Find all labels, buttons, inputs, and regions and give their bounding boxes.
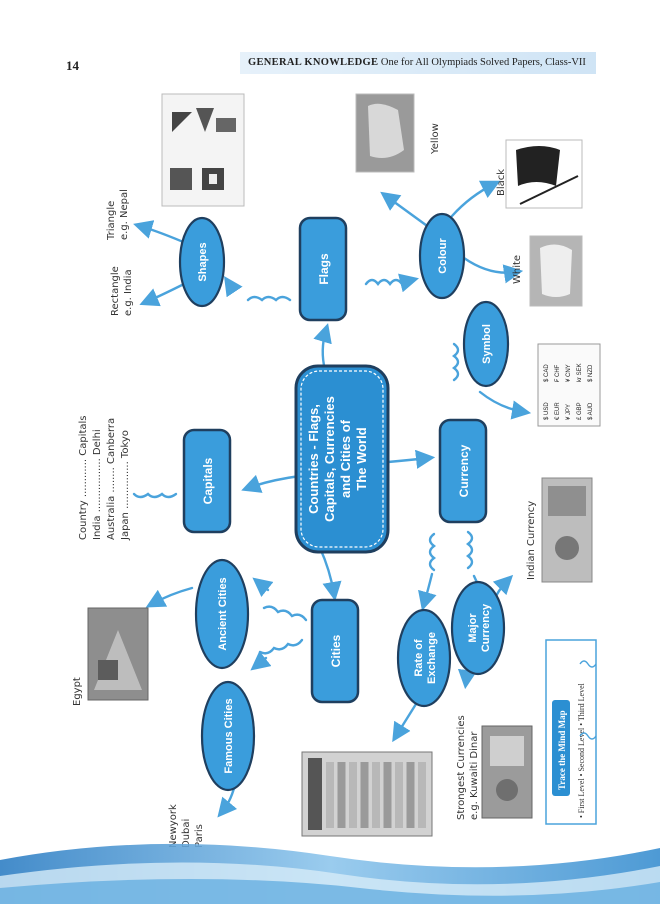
currency-symbol-item: ¥ JPY — [566, 404, 572, 420]
board-row — [406, 762, 415, 828]
trace-title: Trace the Mind Map — [557, 710, 567, 790]
trace-levels: • First Level • Second Level • Third Lev… — [577, 682, 586, 818]
note-egypt: Egypt — [72, 677, 83, 706]
famous-city-1: Newyork — [168, 804, 179, 848]
egypt-photo — [87, 607, 149, 701]
running-title-bold: GENERAL KNOWLEDGE — [248, 57, 379, 68]
board-row — [337, 762, 346, 828]
note-triangle-line-1: Triangle — [106, 201, 117, 241]
page-number: 14 — [66, 58, 79, 73]
node-famous-cities: Famous Cities — [200, 680, 256, 792]
footer-wave — [0, 843, 660, 904]
node-rate-line-1: Rate of — [413, 639, 425, 677]
node-shapes: Shapes — [178, 216, 226, 308]
famous-city-2: Dubai — [181, 819, 192, 848]
black-flag-photo — [505, 139, 583, 209]
note-indian-currency: Indian Currency — [526, 501, 537, 580]
running-title: GENERAL KNOWLEDGE One for All Olympiads … — [248, 57, 586, 68]
running-title-rest: One for All Olympiads Solved Papers, Cla… — [380, 57, 586, 68]
currency-symbol-item: £ GBP — [577, 402, 583, 420]
header-band — [240, 52, 596, 74]
node-symbol: Symbol — [462, 300, 510, 388]
note-famous-list: Newyork Dubai Paris — [168, 804, 205, 848]
central-topic: Countries - Flags, Capitals, Currencies … — [294, 364, 390, 554]
node-symbol-label: Symbol — [481, 324, 493, 364]
currency-symbol-item: ₣ CHF — [555, 364, 561, 382]
currency-symbol-chart: $ USD € EUR ¥ JPY £ GBP $ AUD $ CAD ₣ CHF ¥ CNY… — [537, 343, 601, 427]
board-row — [418, 762, 426, 828]
currency-symbol-item: $ USD — [544, 402, 550, 420]
currency-symbol-item: ¥ CNY — [566, 364, 572, 382]
note-capitals-table: Country ............ Capitals India ....… — [78, 415, 131, 541]
capitals-row-1: Country ............ Capitals — [78, 415, 89, 540]
capitals-row-4: Japan ............... Tokyo — [120, 430, 131, 541]
board-row — [326, 762, 334, 828]
node-major-currency: Major Currency — [450, 580, 506, 676]
node-cities: Cities — [310, 598, 360, 704]
note-yellow: Yellow — [430, 123, 441, 155]
node-currency-label: Currency — [457, 444, 471, 497]
note-rectangle: Rectangle e.g. India — [110, 266, 134, 316]
node-capitals-label: Capitals — [201, 457, 215, 504]
capitals-row-3: Australia ........ Canberra — [106, 418, 117, 540]
yellow-flag-photo — [355, 93, 415, 173]
node-rate-line-2: Exchange — [426, 632, 438, 684]
currency-symbol-item: € EUR — [555, 402, 561, 420]
central-line-2: Capitals, Currencies — [322, 396, 337, 522]
board-row — [360, 762, 369, 828]
note-triangle-line-2: e.g. Nepal — [119, 189, 130, 240]
node-major-line-1: Major — [467, 613, 479, 643]
note-rectangle-line-2: e.g. India — [123, 269, 134, 316]
note-strongest-line-1: Strongest Currencies — [456, 715, 467, 820]
shapes-photo — [161, 93, 245, 207]
node-major-line-2: Currency — [480, 603, 492, 652]
node-colour-label: Colour — [437, 238, 449, 274]
board-row — [349, 762, 357, 828]
kuwaiti-dinar-photo — [481, 725, 533, 819]
central-line-1: Countries - Flags, — [306, 404, 321, 514]
node-colour: Colour — [418, 212, 466, 300]
note-strongest: Strongest Currencies e.g. Kuwaiti Dinar — [456, 715, 480, 820]
currency-symbol-item: $ AUD — [588, 402, 594, 420]
board-row — [395, 762, 403, 828]
currency-symbol-item: $ NZD — [588, 364, 594, 382]
central-line-3: and Cities of — [338, 419, 353, 498]
node-ancient-cities-label: Ancient Cities — [217, 577, 229, 650]
node-flags-label: Flags — [317, 253, 331, 285]
indian-currency-photo — [541, 477, 593, 583]
board-row — [383, 762, 392, 828]
currency-symbol-item: $ CAD — [544, 364, 550, 382]
node-rate-of-exchange: Rate of Exchange — [396, 608, 452, 708]
node-capitals: Capitals — [182, 428, 232, 534]
node-ancient-cities: Ancient Cities — [194, 558, 250, 670]
note-strongest-line-2: e.g. Kuwaiti Dinar — [469, 731, 480, 820]
node-famous-cities-label: Famous Cities — [223, 698, 235, 773]
page-header: 14 GENERAL KNOWLEDGE One for All Olympia… — [0, 0, 660, 80]
note-triangle: Triangle e.g. Nepal — [106, 189, 130, 241]
board-row — [372, 762, 380, 828]
famous-city-3: Paris — [194, 824, 205, 848]
capitals-row-2: India ................. Delhi — [92, 429, 103, 540]
white-flag-photo — [529, 235, 583, 307]
node-flags: Flags — [298, 216, 348, 322]
exchange-rate-board-photo — [301, 751, 433, 837]
node-shapes-label: Shapes — [197, 242, 209, 281]
node-cities-label: Cities — [329, 634, 343, 667]
central-line-4: The World — [354, 427, 369, 490]
currency-symbol-item: kr SEK — [577, 363, 583, 382]
node-currency: Currency — [438, 418, 488, 524]
note-black: Black — [496, 169, 507, 196]
note-white: White — [512, 255, 523, 284]
trace-mind-map-box: Trace the Mind Map • First Level • Secon… — [545, 639, 597, 825]
note-rectangle-line-1: Rectangle — [110, 266, 121, 316]
